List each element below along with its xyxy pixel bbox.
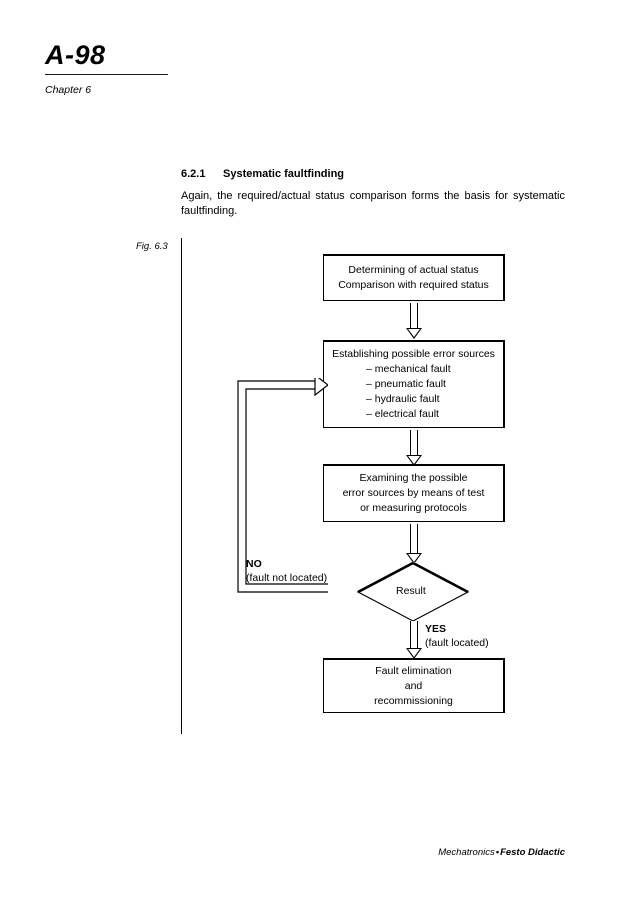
section-paragraph: Again, the required/actual status compar… — [181, 190, 565, 217]
flow-box-line: Comparison with required status — [338, 279, 489, 291]
flow-box-determining-status: Determining of actual status Comparison … — [323, 254, 505, 301]
page-footer: Mechatronics•Festo Didactic — [438, 847, 565, 858]
flow-box-line: and — [404, 679, 423, 692]
flow-box-line: error sources by means of test — [342, 487, 485, 499]
list-item: – mechanical fault — [366, 363, 451, 375]
branch-keyword: YES — [425, 623, 447, 635]
section-title: Systematic faultfinding — [223, 168, 345, 180]
header-divider — [45, 74, 168, 75]
fault-source-list: – mechanical fault – pneumatic fault – h… — [324, 362, 503, 422]
connector-arrow-down — [406, 524, 422, 566]
branch-detail: (fault located) — [425, 636, 489, 649]
branch-label-no: NO (fault not located) — [246, 558, 327, 585]
list-item: – hydraulic fault — [366, 393, 440, 405]
page-number: A-98 — [45, 40, 106, 70]
section-number: 6.2.1 — [181, 168, 206, 180]
branch-keyword: NO — [246, 558, 262, 570]
connector-arrow-down — [406, 621, 422, 661]
flow-box-examining-sources: Examining the possible error sources by … — [323, 464, 505, 522]
flow-box-line: recommissioning — [374, 694, 453, 707]
chapter-label: Chapter 6 — [45, 84, 92, 96]
flow-box-line: or measuring protocols — [360, 502, 467, 514]
flow-box-error-sources: Establishing possible error sources – me… — [323, 340, 505, 428]
list-item: – electrical fault — [366, 408, 439, 420]
flow-box-title: Establishing possible error sources — [332, 348, 495, 360]
connector-arrow-down — [406, 430, 422, 466]
footer-brand: Festo Didactic — [500, 847, 565, 858]
section-heading: 6.2.1 Systematic faultfinding — [181, 168, 344, 180]
connector-arrow-down — [406, 303, 422, 339]
branch-label-yes: YES (fault located) — [425, 623, 489, 650]
footer-product: Mechatronics — [438, 847, 495, 858]
figure-margin-rule — [181, 238, 182, 734]
flow-box-fault-elimination: Fault elimination and recommissioning — [323, 658, 505, 713]
flow-box-line: Examining the possible — [359, 472, 468, 484]
list-item: – pneumatic fault — [366, 378, 446, 390]
flow-box-line: Determining of actual status — [348, 264, 479, 276]
decision-label: Result — [396, 585, 426, 597]
figure-caption: Fig. 6.3 — [136, 241, 168, 252]
feedback-loop-no-branch — [232, 378, 328, 598]
flow-box-line: Fault elimination — [375, 664, 452, 677]
footer-separator: • — [495, 847, 500, 858]
branch-detail: (fault not located) — [246, 571, 328, 584]
